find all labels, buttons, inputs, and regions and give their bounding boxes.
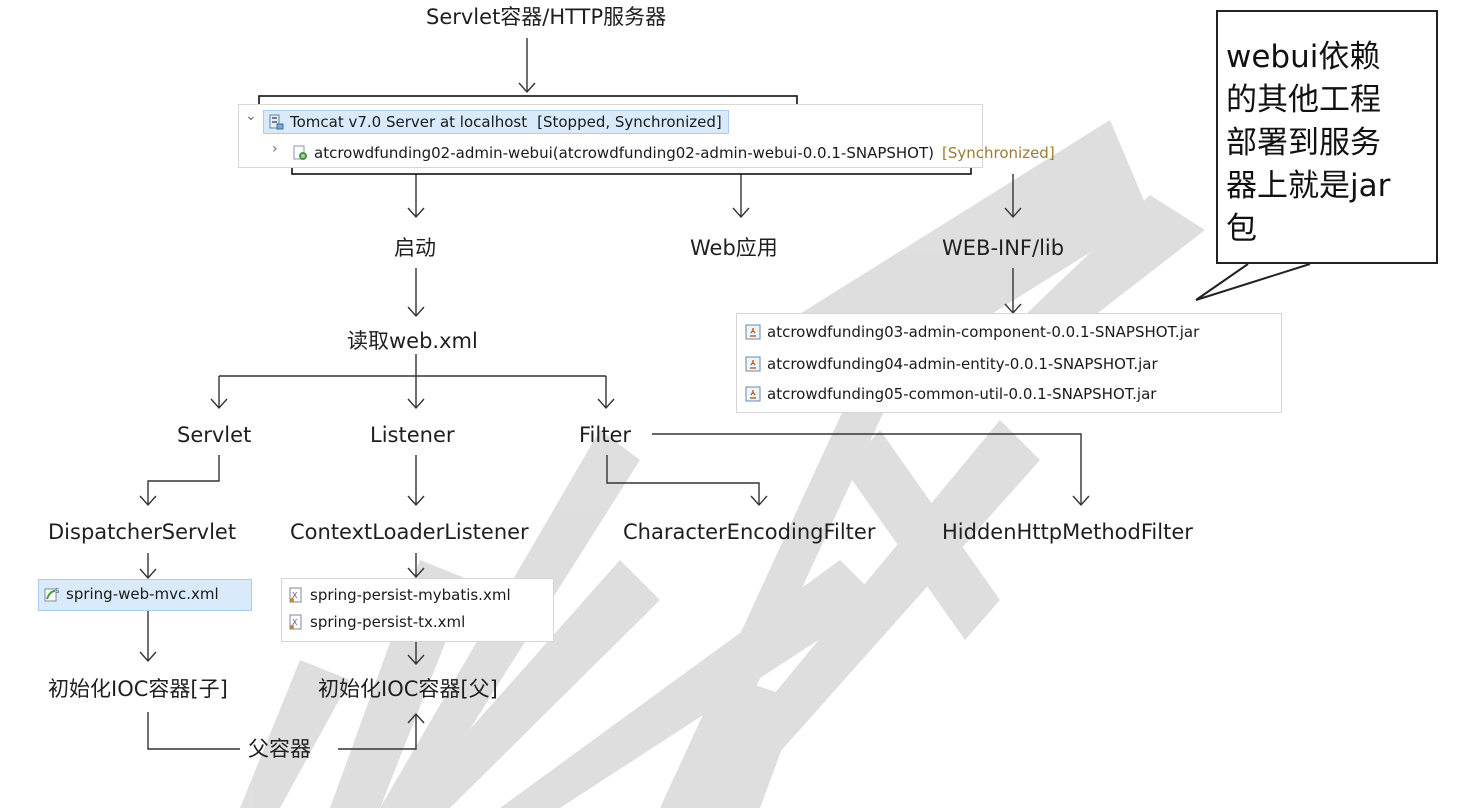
spring-bean-icon: S (44, 587, 60, 602)
mybatis-config-row[interactable]: X spring-persist-mybatis.xml (288, 585, 511, 605)
server-row[interactable]: Tomcat v7.0 Server at localhost [Stopped… (263, 110, 729, 134)
startup-label: 启动 (394, 236, 436, 260)
jar-name: atcrowdfunding03-admin-component-0.0.1-S… (767, 323, 1200, 341)
listener-label: Listener (370, 423, 455, 447)
server-icon (269, 114, 284, 130)
tx-config-name: spring-persist-tx.xml (310, 613, 466, 631)
module-row[interactable]: atcrowdfunding02-admin-webui(atcrowdfund… (292, 143, 1055, 163)
chevron-right-icon[interactable]: › (272, 141, 278, 157)
jar-list (736, 313, 1282, 413)
read-webxml-label: 读取web.xml (347, 329, 478, 353)
context-loader-label: ContextLoaderListener (290, 520, 529, 544)
chevron-down-icon[interactable]: ⌄ (245, 108, 257, 124)
jar-icon (745, 386, 761, 402)
xml-file-icon: X (289, 614, 302, 630)
dispatcher-servlet-label: DispatcherServlet (48, 520, 237, 544)
hidden-method-filter-label: HiddenHttpMethodFilter (942, 520, 1193, 544)
servlet-label: Servlet (177, 423, 252, 447)
weblib-label: WEB-INF/lib (942, 236, 1065, 260)
mvc-config-name: spring-web-mvc.xml (66, 585, 219, 603)
jar-item[interactable]: atcrowdfunding05-common-util-0.0.1-SNAPS… (745, 384, 1156, 404)
jar-name: atcrowdfunding05-common-util-0.0.1-SNAPS… (767, 385, 1157, 403)
jar-icon (745, 356, 761, 372)
jar-name: atcrowdfunding04-admin-entity-0.0.1-SNAP… (767, 355, 1158, 373)
svg-text:X: X (292, 591, 298, 600)
webapp-label: Web应用 (690, 236, 778, 260)
server-name: Tomcat v7.0 Server at localhost (290, 113, 528, 131)
web-module-icon (293, 145, 307, 160)
server-state: [Stopped, Synchronized] (537, 113, 722, 131)
tx-config-row[interactable]: X spring-persist-tx.xml (288, 612, 465, 632)
mybatis-config-name: spring-persist-mybatis.xml (310, 586, 511, 604)
jar-icon (745, 324, 761, 340)
mvc-config-file[interactable] (38, 579, 252, 611)
module-name: atcrowdfunding02-admin-webui(atcrowdfund… (314, 144, 934, 162)
module-state: [Synchronized] (942, 144, 1055, 162)
svg-text:S: S (55, 587, 60, 595)
ioc-parent-label: 初始化IOC容器[父] (318, 677, 498, 701)
persist-config-files (281, 578, 554, 642)
filter-label: Filter (579, 423, 632, 447)
callout-text: webui依赖 的其他工程 部署到服务 器上就是jar 包 (1226, 39, 1391, 247)
jar-item[interactable]: atcrowdfunding04-admin-entity-0.0.1-SNAP… (745, 354, 1158, 374)
ioc-child-label: 初始化IOC容器[子] (48, 677, 228, 701)
mvc-config-row: S spring-web-mvc.xml (44, 584, 219, 604)
jar-item[interactable]: atcrowdfunding03-admin-component-0.0.1-S… (745, 322, 1199, 342)
callout-box: webui依赖 的其他工程 部署到服务 器上就是jar 包 (1216, 10, 1438, 264)
char-encoding-filter-label: CharacterEncodingFilter (623, 520, 876, 544)
xml-file-icon: X (289, 587, 302, 603)
servlet-container-title: Servlet容器/HTTP服务器 (426, 5, 667, 29)
svg-text:X: X (292, 618, 298, 627)
parent-container-label: 父容器 (248, 737, 311, 761)
